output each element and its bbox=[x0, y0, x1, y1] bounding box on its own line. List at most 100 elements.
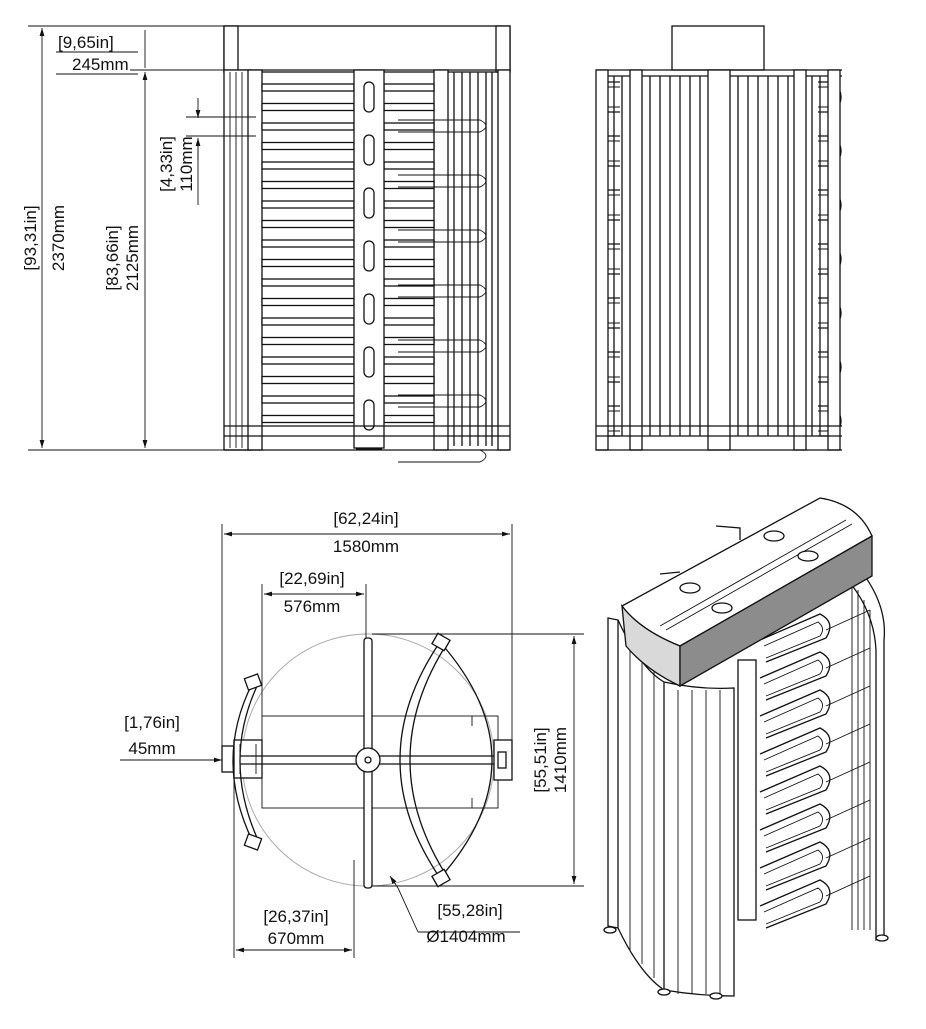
iso-loop-inner bbox=[763, 773, 823, 811]
front-column-slot bbox=[363, 187, 375, 219]
plan-view-dimensions: [62,24in] 1580mm [22,69in] 576mm [55,51i… bbox=[120, 509, 584, 958]
front-h-bar-mid bbox=[383, 239, 435, 248]
front-h-bar-left bbox=[261, 180, 355, 190]
plan-view bbox=[221, 632, 513, 889]
front-h-bar-mid bbox=[383, 336, 435, 346]
front-column-slot bbox=[363, 240, 375, 272]
passage-width-mm: 670mm bbox=[268, 929, 325, 948]
iso-loop bbox=[759, 651, 831, 701]
depth-mm: 1410mm bbox=[551, 727, 570, 793]
plan-left-post bbox=[221, 745, 235, 773]
iso-loop-inner bbox=[763, 621, 823, 659]
side-left-post bbox=[595, 69, 609, 451]
front-h-bar-mid bbox=[383, 356, 435, 365]
iso-loop-arm bbox=[825, 609, 871, 631]
iso-loop-inner bbox=[763, 887, 823, 925]
side-top-box bbox=[671, 25, 765, 71]
iso-loop bbox=[759, 765, 831, 815]
post-mm: 45mm bbox=[128, 739, 175, 758]
front-h-bar-left bbox=[261, 414, 355, 424]
front-h-bar-left bbox=[261, 200, 355, 209]
iso-loop bbox=[759, 803, 831, 853]
iso-loop bbox=[759, 841, 831, 891]
passage-width-in: [26,37in] bbox=[263, 907, 328, 926]
front-rotor-arm bbox=[398, 449, 487, 463]
front-h-bar-mid bbox=[383, 297, 435, 307]
offset-mm: 576mm bbox=[284, 597, 341, 616]
right-frame-bar bbox=[433, 69, 449, 451]
front-h-bar-left bbox=[261, 297, 355, 307]
iso-loop bbox=[759, 879, 831, 929]
top-box bbox=[223, 25, 511, 73]
front-h-bar-left bbox=[261, 83, 355, 92]
rotor-diameter-mm: Ø1404mm bbox=[426, 927, 505, 946]
iso-loop bbox=[759, 727, 831, 777]
iso-loop-inner bbox=[763, 811, 823, 849]
bar-pitch-mm: 110mm bbox=[177, 136, 196, 191]
side-view bbox=[595, 25, 842, 451]
iso-loop-arm bbox=[825, 837, 871, 859]
left-frame-bar bbox=[247, 69, 263, 451]
front-column-slot bbox=[363, 346, 375, 378]
front-h-bar-mid bbox=[383, 258, 435, 268]
front-h-bar-left bbox=[261, 102, 355, 112]
post-in: [1,76in] bbox=[124, 713, 180, 732]
total-width-mm: 1580mm bbox=[333, 537, 399, 556]
isometric-view bbox=[603, 497, 889, 1000]
iso-loop-arm bbox=[825, 761, 871, 783]
side-left-frame bbox=[629, 69, 643, 451]
front-h-bar-left bbox=[261, 278, 355, 287]
front-h-bar-mid bbox=[383, 317, 435, 326]
iso-loop-inner bbox=[763, 849, 823, 887]
front-h-bar-mid bbox=[383, 141, 435, 151]
depth-in: [55,51in] bbox=[531, 727, 550, 792]
front-h-bar-mid bbox=[383, 200, 435, 209]
front-h-bar-mid bbox=[383, 161, 435, 170]
passage-height-in: [83,66in] bbox=[103, 225, 122, 290]
side-right-post bbox=[827, 69, 841, 451]
offset-in: [22,69in] bbox=[279, 569, 344, 588]
side-center-column bbox=[707, 69, 731, 451]
front-column-slot bbox=[363, 81, 375, 113]
front-h-bar-left bbox=[261, 219, 355, 229]
right-post bbox=[497, 69, 511, 451]
iso-center-column bbox=[737, 659, 757, 921]
total-width-in: [62,24in] bbox=[333, 509, 398, 528]
front-column-slot bbox=[363, 399, 375, 431]
bar-pitch-in: [4,33in] bbox=[157, 136, 176, 192]
front-h-bar-left bbox=[261, 317, 355, 326]
iso-rotor-loops bbox=[759, 609, 871, 929]
iso-loop-arm bbox=[825, 647, 871, 669]
front-h-bar-left bbox=[261, 141, 355, 151]
iso-loop-arm bbox=[825, 685, 871, 707]
front-h-bar-left bbox=[261, 336, 355, 346]
iso-loop-inner bbox=[763, 659, 823, 697]
top-box-mm: 245mm bbox=[72, 55, 129, 74]
passage-height-mm: 2125mm bbox=[123, 225, 142, 291]
front-h-bar-left bbox=[261, 258, 355, 268]
front-h-bar-mid bbox=[383, 122, 435, 131]
front-h-bar-mid bbox=[383, 83, 435, 92]
front-h-bar-left bbox=[261, 375, 355, 385]
side-right-frame bbox=[793, 69, 807, 451]
front-column-slot bbox=[363, 293, 375, 325]
front-h-bar-left bbox=[261, 161, 355, 170]
iso-loop-arm bbox=[825, 799, 871, 821]
front-h-bar-mid bbox=[383, 414, 435, 424]
front-h-bar-mid bbox=[383, 395, 435, 404]
iso-loop bbox=[759, 689, 831, 739]
front-h-bar-mid bbox=[383, 102, 435, 112]
front-h-bar-mid bbox=[383, 375, 435, 385]
iso-loop-inner bbox=[763, 697, 823, 735]
total-height-in: [93,31in] bbox=[21, 205, 40, 270]
total-height-mm: 2370mm bbox=[49, 205, 68, 271]
front-column-slot bbox=[363, 134, 375, 166]
front-h-bar-mid bbox=[383, 219, 435, 229]
top-box-in: [9,65in] bbox=[58, 33, 114, 52]
iso-loop-arm bbox=[825, 723, 871, 745]
iso-loop-arm bbox=[825, 875, 871, 897]
front-h-bar-left bbox=[261, 122, 355, 131]
front-h-bar-left bbox=[261, 356, 355, 365]
left-post bbox=[223, 69, 251, 451]
